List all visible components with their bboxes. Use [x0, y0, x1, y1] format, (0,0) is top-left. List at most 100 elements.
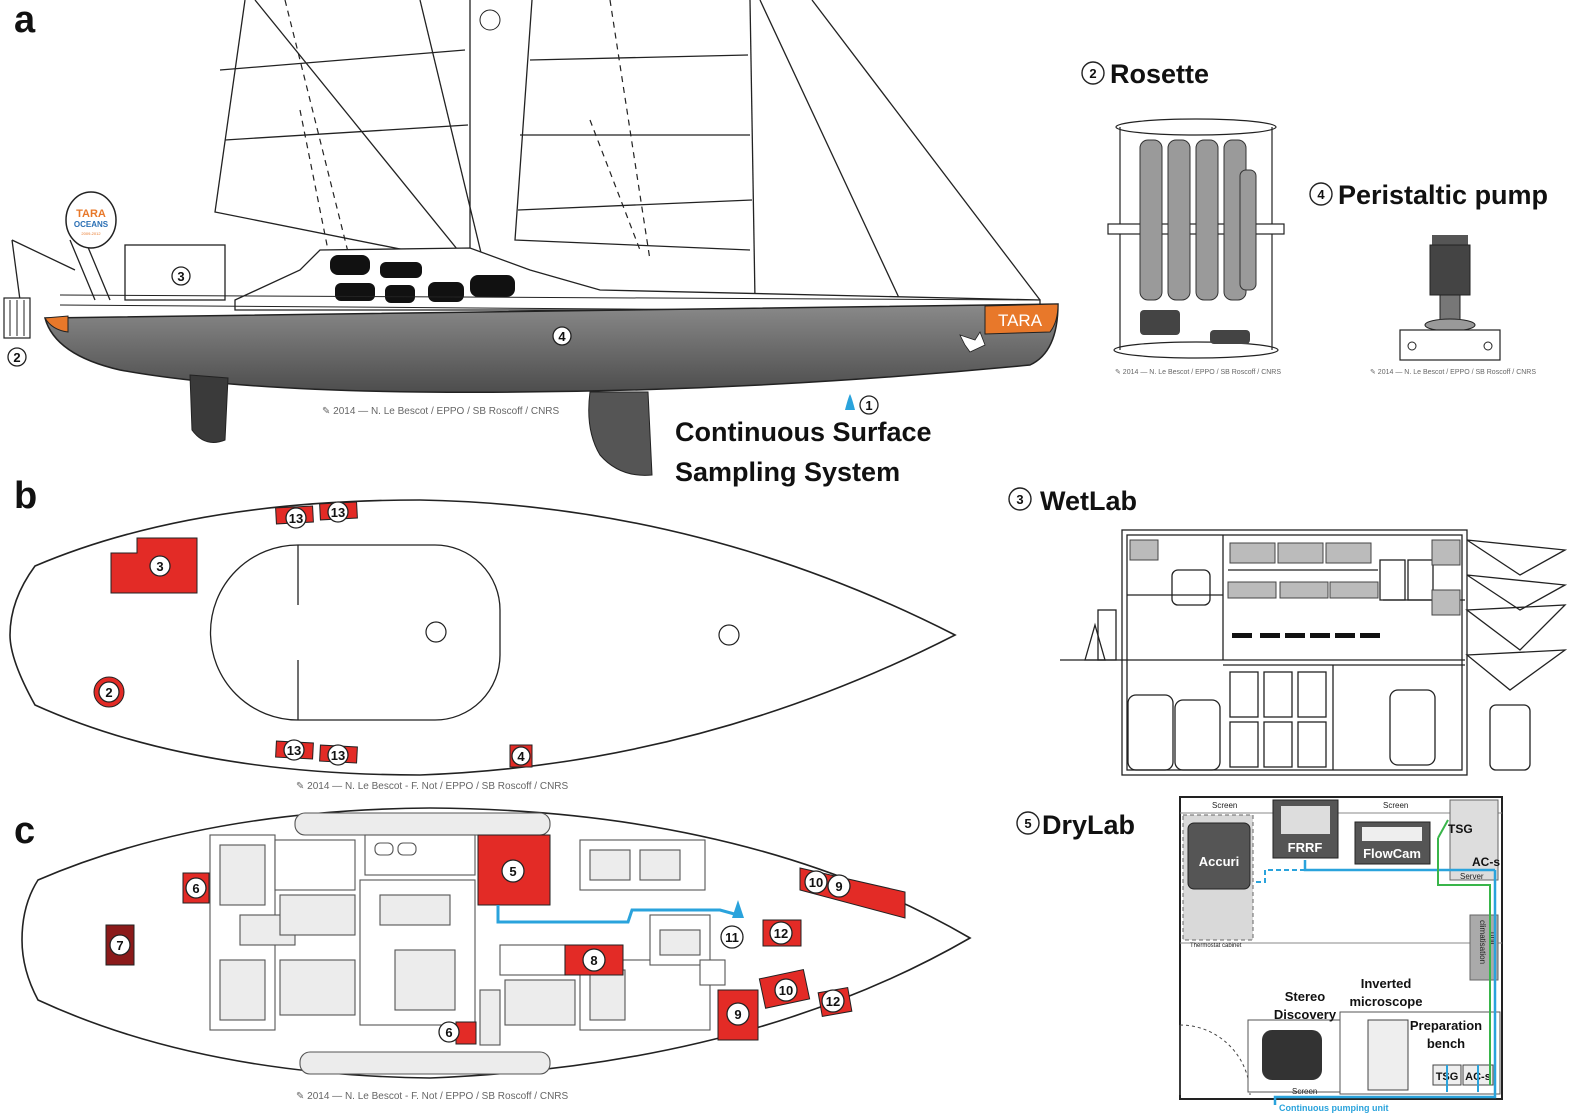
marker-b2: 2 [98, 681, 120, 703]
tsg-label-top: TSG [1448, 822, 1473, 836]
svg-text:10: 10 [779, 983, 793, 998]
panel-b-credit: ✎ 2014 — N. Le Bescot - F. Not / EPPO / … [296, 781, 569, 792]
svg-text:4: 4 [558, 329, 566, 344]
marker-b13-4: 13 [327, 744, 349, 766]
rosette-inset: 2 Rosette ✎ 2014 — N. Le Bescot / EPPO /… [1081, 59, 1285, 376]
stereo-label-2: Discovery [1274, 1007, 1337, 1022]
pump-credit: ✎ 2014 — N. Le Bescot / EPPO / SB Roscof… [1370, 369, 1536, 376]
svg-text:5: 5 [509, 864, 516, 879]
svg-text:1: 1 [865, 398, 872, 413]
hull-name-plate [984, 303, 1059, 335]
svg-text:12: 12 [826, 994, 840, 1009]
svg-text:3: 3 [177, 269, 184, 284]
hull-name: TARA [998, 311, 1043, 330]
svg-text:4: 4 [1317, 187, 1325, 202]
pumping-unit-label: Continuous pumping unit [1279, 1103, 1388, 1113]
marker-a4: 4 [552, 326, 572, 346]
svg-text:7: 7 [116, 938, 123, 953]
marker-c8: 8 [582, 948, 606, 972]
prep-label-2: bench [1427, 1036, 1465, 1051]
svg-text:6: 6 [445, 1025, 452, 1040]
marker-c7: 7 [109, 934, 131, 956]
svg-text:13: 13 [331, 748, 345, 763]
svg-text:10: 10 [809, 875, 823, 890]
marker-a1: 1 [845, 394, 879, 415]
rosette-small-icon [3, 297, 31, 339]
inverted-label-1: Inverted [1361, 976, 1412, 991]
marker-b13-3: 13 [283, 739, 305, 761]
svg-text:4: 4 [517, 749, 525, 764]
drylab-inset: 5 DryLab Screen Screen Thermostat cabine… [1016, 796, 1503, 1113]
frrf-label: FRRF [1288, 840, 1323, 855]
marker-c10-a: 10 [804, 870, 828, 894]
tara-oceans-logo: TARA OCEANS 2009-2012 [65, 191, 117, 249]
panel-b-letter: b [14, 475, 37, 517]
svg-text:9: 9 [835, 879, 842, 894]
marker-c6-a: 6 [185, 877, 207, 899]
pump-title: Peristaltic pump [1338, 180, 1548, 210]
svg-text:2: 2 [1089, 66, 1096, 81]
logo-line3: 2009-2012 [81, 231, 101, 236]
marker-a2: 2 [7, 347, 27, 367]
screen-label-2: Screen [1383, 801, 1408, 810]
rosette-credit: ✎ 2014 — N. Le Bescot / EPPO / SB Roscof… [1115, 369, 1281, 376]
svg-text:13: 13 [287, 743, 301, 758]
marker-c12-a: 12 [769, 921, 793, 945]
marker-c5: 5 [501, 859, 525, 883]
marker-b4: 4 [511, 746, 531, 766]
accuri-label: Accuri [1199, 854, 1239, 869]
csss-title-line1: Continuous Surface [675, 417, 932, 447]
prep-label-1: Preparation [1410, 1018, 1482, 1033]
svg-text:9: 9 [734, 1007, 741, 1022]
flowcam-label: FlowCam [1363, 846, 1421, 861]
drylab-area [477, 834, 551, 906]
svg-text:8: 8 [590, 953, 597, 968]
rosette-title: Rosette [1110, 59, 1209, 89]
screen-label-3: Screen [1292, 1087, 1317, 1096]
interior-plan [21, 807, 972, 1079]
svg-text:3: 3 [156, 559, 163, 574]
panel-a-credit: ✎ 2014 — N. Le Bescot / EPPO / SB Roscof… [322, 406, 560, 417]
svg-text:3: 3 [1016, 492, 1023, 507]
screen-label-1: Screen [1212, 801, 1237, 810]
svg-text:6: 6 [192, 881, 199, 896]
deck-plan [9, 499, 957, 776]
marker-c11: 11 [720, 925, 744, 949]
marker-c9-b: 9 [827, 874, 851, 898]
svg-text:13: 13 [331, 505, 345, 520]
svg-text:2: 2 [105, 685, 112, 700]
svg-text:5: 5 [1024, 816, 1031, 831]
inverted-label-2: microscope [1350, 994, 1423, 1009]
pump-inset: 4 Peristaltic pump ✎ 2014 — N. Le Bescot… [1309, 180, 1548, 376]
marker-b3: 3 [149, 555, 171, 577]
panel-a-letter: a [14, 0, 36, 41]
wetlab-inset: 3 WetLab [1008, 486, 1568, 776]
marker-b13-1: 13 [285, 507, 307, 529]
svg-text:12: 12 [774, 926, 788, 941]
svg-text:13: 13 [289, 511, 303, 526]
wetlab-title: WetLab [1040, 486, 1137, 516]
thermostat-label: Thermostat cabinet [1190, 943, 1242, 949]
svg-text:2: 2 [13, 350, 20, 365]
climatisation-label-2: unit [1488, 932, 1497, 946]
climatisation-label-1: climatisation [1478, 920, 1487, 964]
hull [44, 303, 1059, 394]
stereo-label-1: Stereo [1285, 989, 1326, 1004]
marker-c12-b: 12 [821, 989, 845, 1013]
marker-c9-a: 9 [726, 1002, 750, 1026]
marker-a3: 3 [171, 266, 191, 286]
panel-c-letter: c [14, 810, 35, 852]
logo-line2: OCEANS [74, 220, 109, 229]
csss-title-line2: Sampling System [675, 457, 900, 487]
drylab-title: DryLab [1042, 810, 1135, 840]
sailboat-side-view: TARA TARA OCEANS 2009-2012 [3, 0, 1059, 476]
acs-label-top: AC-s [1472, 855, 1500, 869]
svg-text:11: 11 [725, 930, 739, 945]
server-label: Server [1460, 872, 1484, 881]
panel-c-credit: ✎ 2014 — N. Le Bescot - F. Not / EPPO / … [296, 1091, 569, 1102]
logo-line1: TARA [76, 208, 106, 220]
marker-c10-b: 10 [774, 978, 798, 1002]
keel [588, 391, 653, 476]
marker-c6-b: 6 [438, 1021, 460, 1043]
